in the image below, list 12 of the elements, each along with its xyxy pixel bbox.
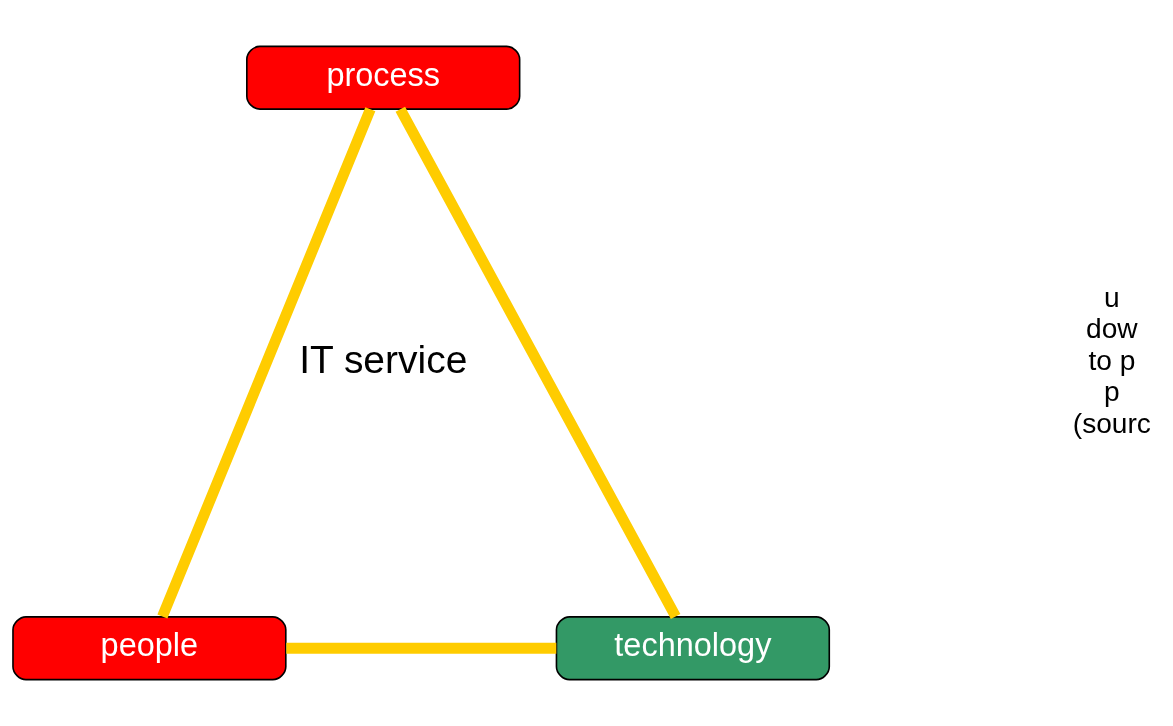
label: to p (1088, 344, 1136, 376)
connector (157, 107, 376, 619)
connector (395, 106, 681, 620)
node-box: people (12, 616, 287, 681)
node-box: technology (555, 616, 831, 681)
label: dow (1086, 313, 1138, 345)
label: u (1104, 282, 1120, 314)
connector (286, 642, 557, 654)
label: (sourc (1072, 407, 1151, 439)
label: IT service (299, 337, 468, 381)
label: p (1104, 376, 1120, 408)
node-box: process (246, 45, 521, 110)
